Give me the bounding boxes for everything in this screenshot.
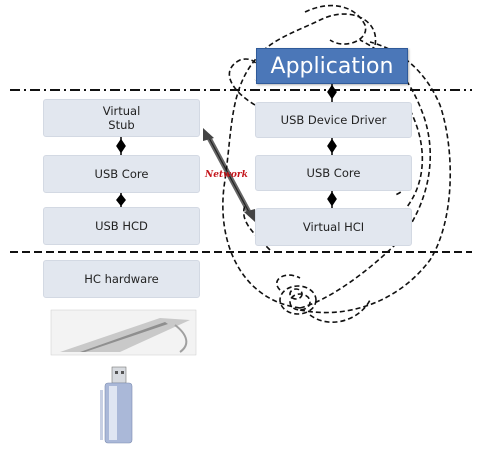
laptop-image	[50, 309, 197, 356]
left-usb-core-label: USB Core	[94, 167, 149, 181]
left-usb-core-box: USB Core	[43, 155, 200, 193]
network-label: Network	[205, 170, 248, 180]
network-arrow	[203, 128, 255, 222]
virtual-stub-label: Virtual Stub	[102, 104, 141, 132]
right-usb-core-label: USB Core	[306, 166, 361, 180]
application-label: Application	[270, 53, 394, 79]
usb-device-driver-label: USB Device Driver	[280, 113, 387, 127]
virtual-hci-box: Virtual HCI	[255, 208, 412, 246]
left-stack-connectors	[116, 137, 126, 208]
usb-hcd-label: USB HCD	[95, 219, 148, 233]
usb-hcd-box: USB HCD	[43, 207, 200, 245]
application-box: Application	[256, 48, 408, 84]
right-stack-connectors	[327, 84, 337, 208]
virtual-hci-label: Virtual HCI	[302, 220, 365, 234]
usb-device-driver-box: USB Device Driver	[255, 102, 412, 138]
hc-hardware-label: HC hardware	[84, 272, 159, 286]
usb-stick-image	[100, 366, 133, 444]
right-usb-core-box: USB Core	[255, 155, 412, 191]
dashed-loop-trace	[222, 4, 452, 324]
virtual-stub-box: Virtual Stub	[43, 99, 200, 137]
hc-hardware-box: HC hardware	[43, 260, 200, 298]
